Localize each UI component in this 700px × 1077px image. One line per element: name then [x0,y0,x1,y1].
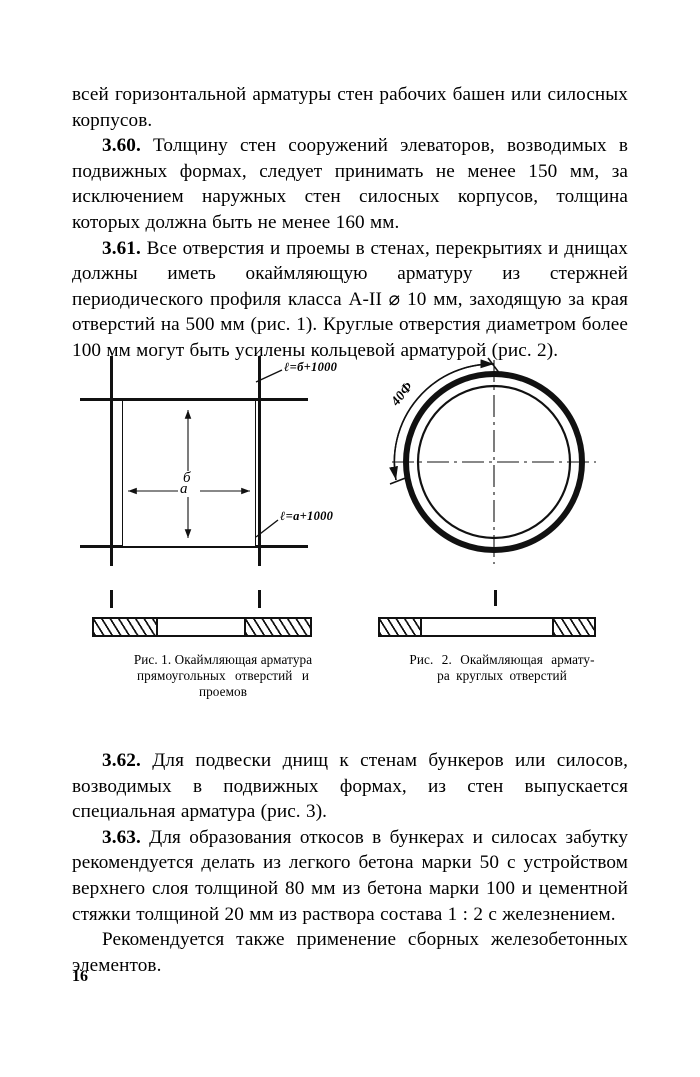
hatch-right [554,619,594,635]
caption-line-2: прямоугольных отверстий и [136,668,309,683]
paragraph-3-63: 3.63. Для образования откосов в бункерах… [72,825,628,927]
figure-1: б а ℓ=б+1000 ℓ=а+1000 Рис. 1. Окаймляюща… [78,352,368,699]
paragraph-number: 3.62. [102,750,141,771]
figure-1-caption: Рис. 1. Окаймляющая арматура прямоугольн… [78,652,368,700]
hatch-right [246,619,310,635]
figure-1-drawing: б а ℓ=б+1000 ℓ=а+1000 [78,352,368,652]
section-view-rectangular [92,617,312,637]
rebar-vertical-left [110,356,113,566]
annotation-length-bottom: ℓ=а+1000 [280,509,334,523]
figure-2-caption: Рис. 2. Окаймляющая армату- ра круглых о… [368,652,636,684]
section-tick-right [258,590,261,608]
hatch-left [94,619,156,635]
text-block-lower: 3.62. Для подвески днищ к стенам бункеро… [72,748,628,978]
page-number: 16 [72,968,88,985]
arc-dimension-line-reverse [389,363,495,481]
paragraph-text: Для образования откосов в бункерах и сил… [72,826,629,925]
paragraph-number: 3.63. [102,826,141,848]
hatch-divider-right [244,619,247,635]
hatch-divider-right [552,619,555,635]
caption-line-1: Рис. 1. Окаймляющая арматура [133,652,313,667]
figure-group: б а ℓ=б+1000 ℓ=а+1000 Рис. 1. Окаймляюща… [0,352,700,712]
hatch-divider-left [156,619,159,635]
caption-line-3: проемов [198,684,248,699]
paragraph-text: всей горизонтальной арматуры стен рабочи… [72,84,628,131]
paragraph-text: Все отверстия и проемы в стенах, перекры… [72,237,629,361]
figure-2: 40Ф Рис. 2. Окаймляющая армату- ра кругл… [368,352,636,683]
paragraph-final: Рекомендуется также применение сборных ж… [72,927,628,978]
paragraph-text: Рекомендуется также применение сборных ж… [72,929,628,976]
section-tick-center [494,590,497,606]
section-tick-left [110,590,113,608]
arc-dimension-line [393,359,495,481]
annotation-length-top: ℓ=б+1000 [284,360,338,374]
hatch-left [380,619,420,635]
figure-2-drawing: 40Ф [368,352,636,652]
paragraph-3-62: 3.62. Для подвески днищ к стенам бункеро… [72,748,628,825]
paragraph-number: 3.61. [102,237,141,259]
caption-line-1: Рис. 2. Окаймляющая армату- [409,652,595,667]
paragraph-3-60: 3.60. Толщину стен сооружений элеваторов… [72,133,628,235]
dimension-label-horizontal: а [178,481,190,497]
paragraph-number: 3.60. [102,135,141,157]
caption-line-2: ра круглых отверстий [437,668,567,683]
rebar-vertical-right [258,356,261,566]
circular-rebar-diagram [389,357,596,564]
text-block-upper: всей горизонтальной арматуры стен рабочи… [72,82,628,364]
paragraph-text: Толщину стен сооружений элеваторов, возв… [72,135,628,233]
paragraph-continued: всей горизонтальной арматуры стен рабочи… [72,82,628,133]
paragraph-text: Для подвески днищ к стенам бункеров или … [72,750,629,823]
dimension-label-vertical: б [181,470,193,486]
paragraph-3-61: 3.61. Все отверстия и проемы в стенах, п… [72,236,628,364]
hatch-divider-left [420,619,423,635]
rebar-horizontal-top [80,398,308,401]
section-view-circular [378,617,596,637]
